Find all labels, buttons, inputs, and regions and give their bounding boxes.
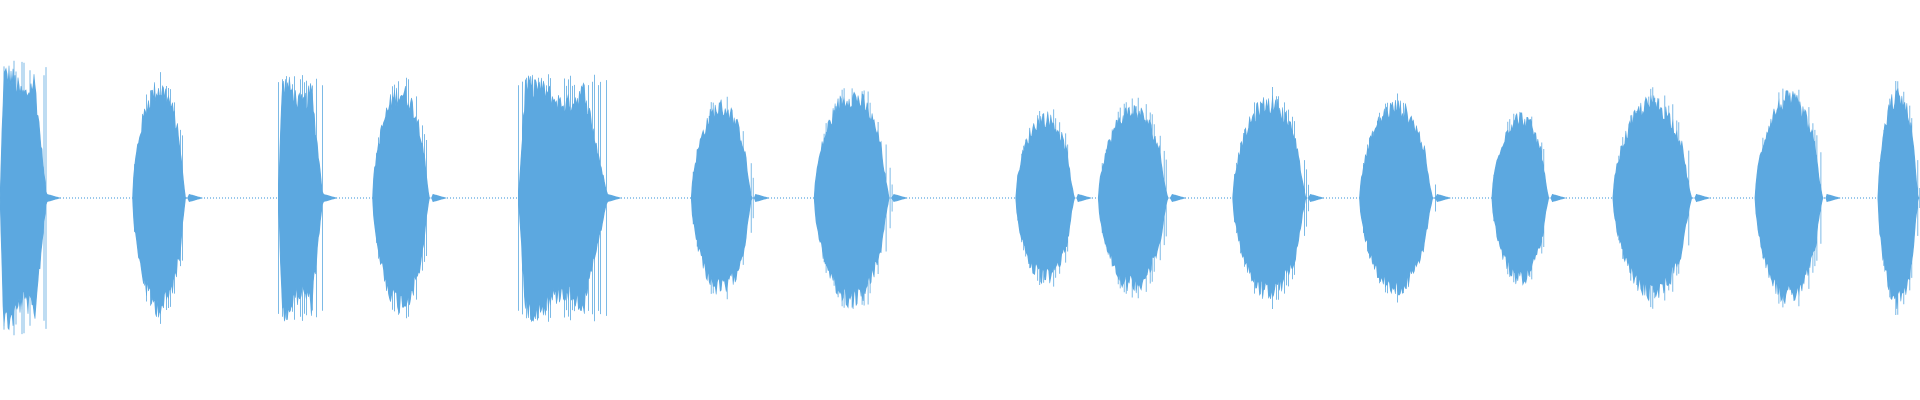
waveform-burst [1097,104,1187,294]
waveform-burst [1232,95,1325,300]
waveform-burst [690,99,770,295]
waveform-burst [1612,94,1711,302]
waveform-burst [518,74,622,323]
waveform-burst [1491,111,1567,286]
waveform-bursts [0,60,1920,336]
waveform-burst [132,82,204,318]
waveform-burst [278,76,338,322]
waveform-burst [372,85,448,314]
waveform-burst [1359,99,1452,296]
waveform-burst [1754,90,1841,304]
waveform-burst [813,91,908,310]
